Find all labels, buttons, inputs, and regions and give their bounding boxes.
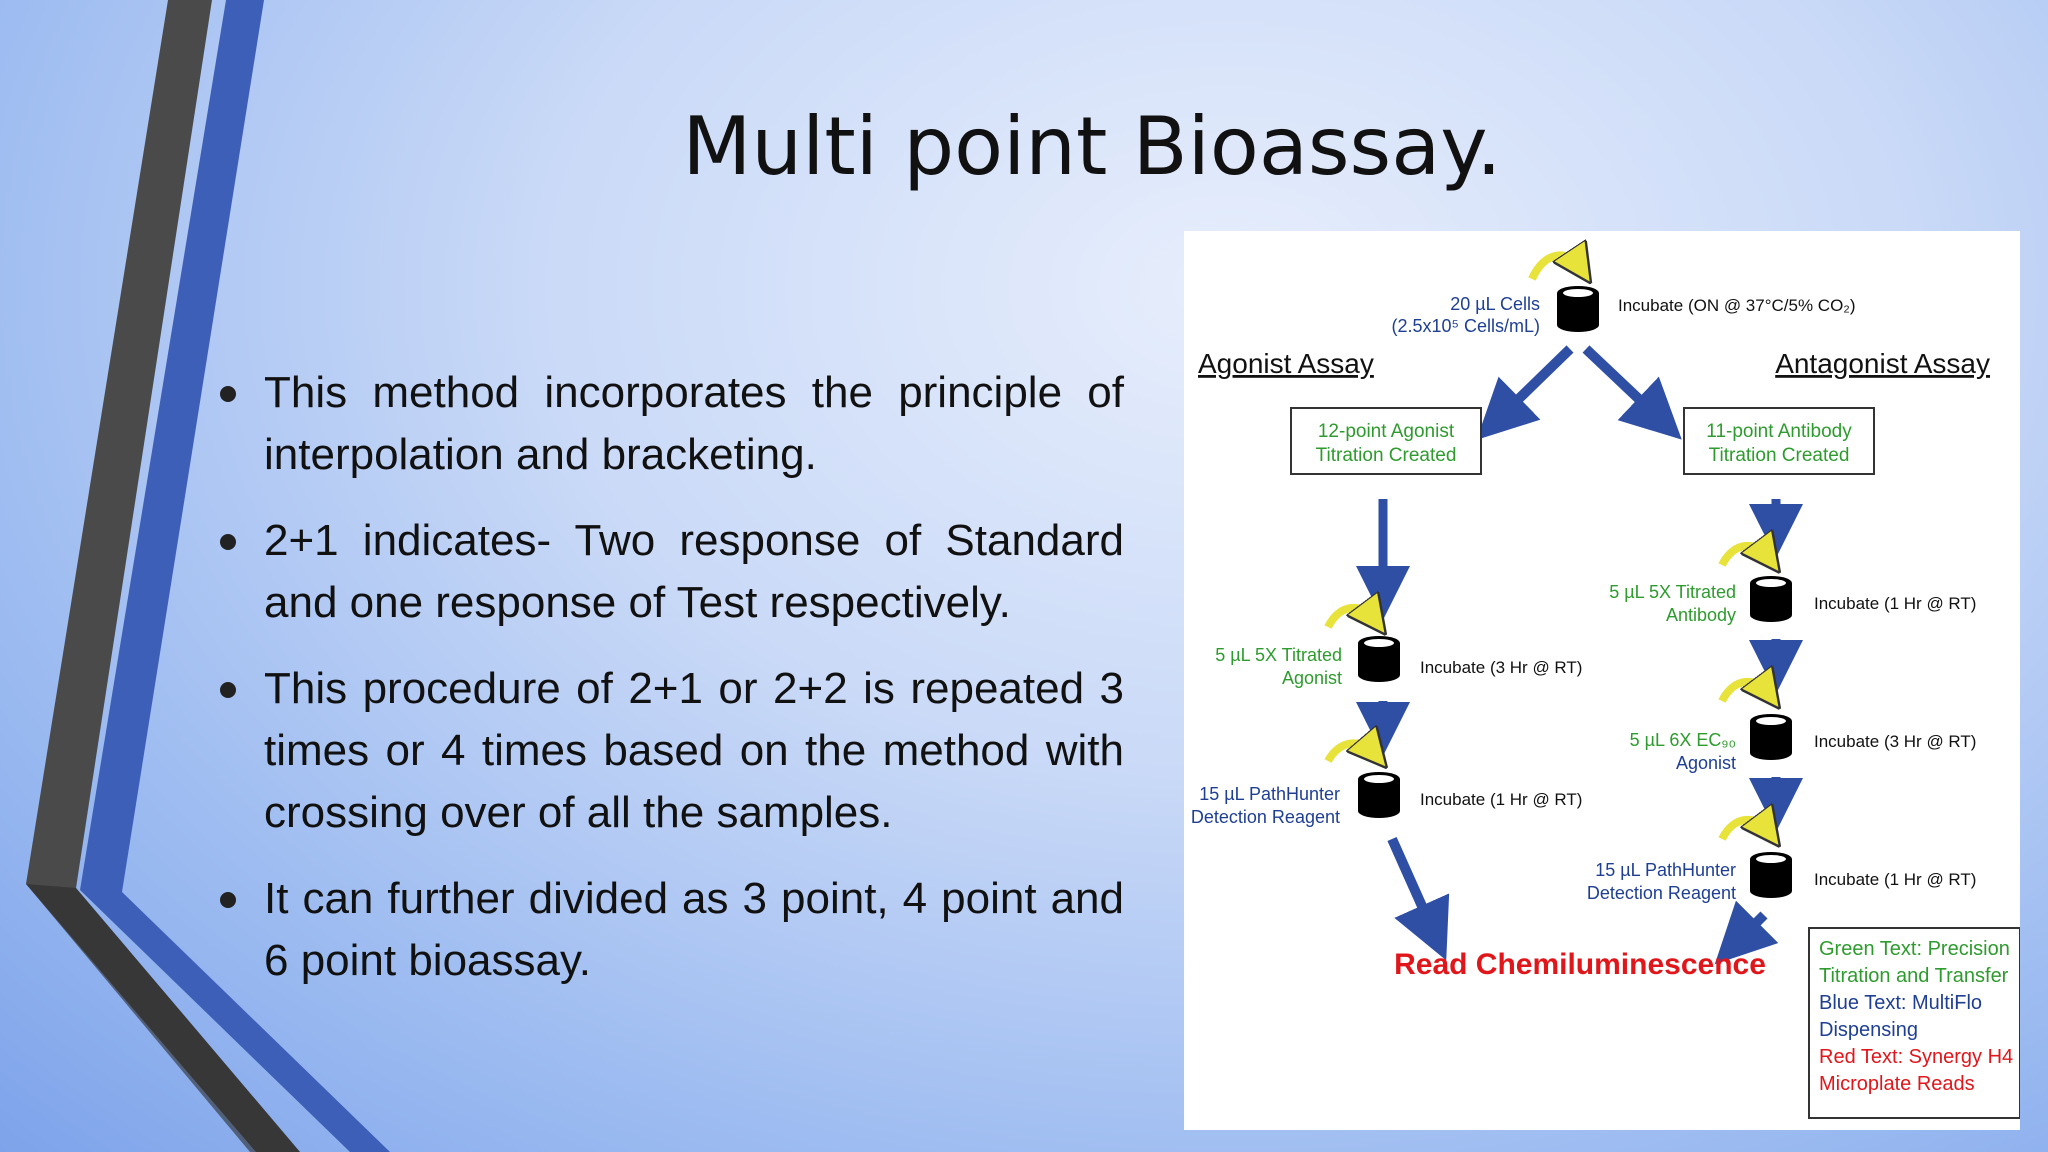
bullet-text: 2+1 indicates- Two response of Standard … <box>264 516 1124 627</box>
legend-item: Microplate Reads <box>1819 1073 1975 1095</box>
well-icon <box>1557 286 1599 332</box>
stripe-shadow <box>26 884 300 1152</box>
ag-step1-label-2: Agonist <box>1282 668 1342 688</box>
legend-box <box>1808 927 2020 1119</box>
antagonist-box-label-2: Titration Created <box>1709 445 1850 466</box>
an-step2-incubate: Incubate (3 Hr @ RT) <box>1814 732 1976 751</box>
ag-step1-incubate: Incubate (3 Hr @ RT) <box>1420 658 1582 677</box>
an-step3-incubate: Incubate (1 Hr @ RT) <box>1814 870 1976 889</box>
stripe-blue <box>80 0 390 1152</box>
agonist-box-label-2: Titration Created <box>1316 445 1457 466</box>
well-icon <box>1750 576 1792 622</box>
an-step3-label: 15 µL PathHunter <box>1595 860 1736 880</box>
diagram-svg: 20 µL Cells (2.5x10⁵ Cells/mL) Incubate … <box>1191 231 2020 1119</box>
an-step2-label: 5 µL 6X EC₉₀ <box>1630 730 1736 750</box>
bullet-item: This procedure of 2+1 or 2+2 is repeated… <box>216 658 1124 844</box>
bullet-text: This procedure of 2+1 or 2+2 is repeated… <box>264 664 1124 837</box>
an-step1-label: 5 µL 5X Titrated <box>1609 582 1736 602</box>
split-arrow-left <box>1476 345 1574 440</box>
an-step3-label-2: Detection Reagent <box>1587 883 1736 903</box>
curved-transfer-arrow-icon <box>1324 608 1374 627</box>
split-arrow-right <box>1582 345 1682 440</box>
curved-transfer-arrow-icon <box>1718 546 1768 565</box>
legend-item: Red Text: Synergy H4 <box>1819 1046 2013 1068</box>
bullet-item: It can further divided as 3 point, 4 poi… <box>216 868 1124 992</box>
well-icon <box>1750 852 1792 898</box>
agonist-read-arrow <box>1387 836 1450 961</box>
legend-item: Titration and Transfer <box>1819 965 2009 987</box>
well-icon <box>1750 714 1792 760</box>
antagonist-heading: Antagonist Assay <box>1775 348 1990 379</box>
an-step1-incubate: Incubate (1 Hr @ RT) <box>1814 594 1976 613</box>
agonist-heading: Agonist Assay <box>1198 348 1374 379</box>
bullet-dot-icon <box>220 386 236 402</box>
bullet-item: This method incorporates the principle o… <box>216 362 1124 486</box>
well-icon <box>1358 636 1400 682</box>
curved-transfer-arrow-icon <box>1528 255 1580 279</box>
bullet-dot-icon <box>220 892 236 908</box>
agonist-titration-box <box>1290 407 1482 475</box>
bullet-dot-icon <box>220 682 236 698</box>
read-label: Read Chemiluminescence <box>1394 948 1766 981</box>
legend-item: Blue Text: MultiFlo <box>1819 992 1982 1014</box>
decorative-stripes <box>26 0 390 1152</box>
bullet-text: This method incorporates the principle o… <box>264 368 1124 479</box>
an-step2-label-2: Agonist <box>1676 753 1736 773</box>
top-cells-label-2: (2.5x10⁵ Cells/mL) <box>1391 316 1540 336</box>
curved-transfer-arrow-icon <box>1718 682 1768 701</box>
bioassay-diagram: 20 µL Cells (2.5x10⁵ Cells/mL) Incubate … <box>1184 231 2020 1130</box>
curved-transfer-arrow-icon <box>1324 743 1374 761</box>
bullet-item: 2+1 indicates- Two response of Standard … <box>216 510 1124 634</box>
ag-step2-label: 15 µL PathHunter <box>1199 784 1340 804</box>
bullet-dot-icon <box>220 534 236 550</box>
agonist-box-label: 12-point Agonist <box>1318 421 1455 442</box>
curved-transfer-arrow-icon <box>1718 820 1768 839</box>
stripe-dark <box>26 0 300 1152</box>
top-incubate-label: Incubate (ON @ 37°C/5% CO₂) <box>1618 296 1856 315</box>
ag-step2-incubate: Incubate (1 Hr @ RT) <box>1420 790 1582 809</box>
bullet-text: It can further divided as 3 point, 4 poi… <box>264 874 1124 985</box>
slide-title: Multi point Bioassay. <box>682 100 1502 193</box>
ag-step2-label-2: Detection Reagent <box>1191 807 1340 827</box>
antagonist-read-arrow <box>1714 900 1779 965</box>
ag-step1-label: 5 µL 5X Titrated <box>1215 645 1342 665</box>
legend-item: Green Text: Precision <box>1819 938 2010 960</box>
antagonist-titration-box <box>1683 407 1875 475</box>
an-step1-label-2: Antibody <box>1666 605 1736 625</box>
top-cells-label: 20 µL Cells <box>1450 294 1540 314</box>
antagonist-box-label: 11-point Antibody <box>1706 421 1852 442</box>
well-icon <box>1358 772 1400 818</box>
bullet-list: This method incorporates the principle o… <box>216 362 1124 1016</box>
legend-item: Dispensing <box>1819 1019 1918 1041</box>
